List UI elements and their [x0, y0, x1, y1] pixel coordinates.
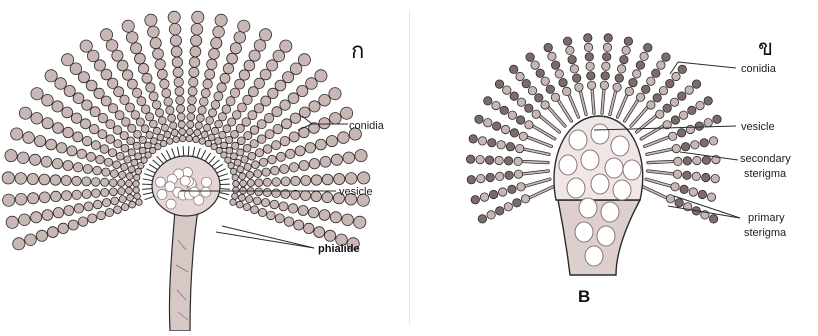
- panel-b-caption: B: [578, 287, 590, 306]
- label-secondary-line2: sterigma: [744, 168, 787, 180]
- sterigma-chain: [648, 170, 720, 183]
- label-primary-line1: primary: [748, 212, 785, 224]
- panel-a-drawing: ก conidia vesicle phialide: [0, 0, 405, 331]
- label-secondary-line1: secondary: [740, 153, 791, 165]
- label-conidia-b: conidia: [741, 63, 777, 75]
- sterigma-chain: [563, 37, 586, 115]
- panel-b: ข conidia vesicle secondary sterigma pri…: [418, 0, 818, 331]
- panel-divider: [409, 10, 410, 325]
- sterigma-chain: [610, 37, 633, 115]
- panel-a: ก conidia vesicle phialide: [0, 0, 405, 331]
- label-conidia-a: conidia: [349, 120, 385, 132]
- sterigma-chain: [584, 34, 596, 113]
- sterigma-chain: [643, 187, 717, 223]
- sterigma-chain: [466, 155, 548, 166]
- vesicle: [152, 156, 220, 216]
- label-vesicle-b: vesicle: [741, 121, 775, 133]
- sterigma-chain: [648, 155, 720, 165]
- sterigma-chain: [647, 137, 718, 155]
- panel-b-letter: ข: [758, 35, 773, 60]
- panel-a-letter: ก: [351, 38, 364, 63]
- sterigma-chain: [600, 34, 612, 113]
- panel-b-drawing: ข conidia vesicle secondary sterigma pri…: [418, 0, 818, 331]
- sterigma-chain: [478, 187, 552, 223]
- sterigma-chain: [469, 135, 549, 155]
- label-phialide-a: phialide: [318, 243, 360, 255]
- label-vesicle-a: vesicle: [339, 186, 373, 198]
- label-primary-line2: sterigma: [744, 227, 787, 239]
- conidiophore-stalk: [169, 210, 198, 331]
- sterigma-chain: [471, 179, 550, 204]
